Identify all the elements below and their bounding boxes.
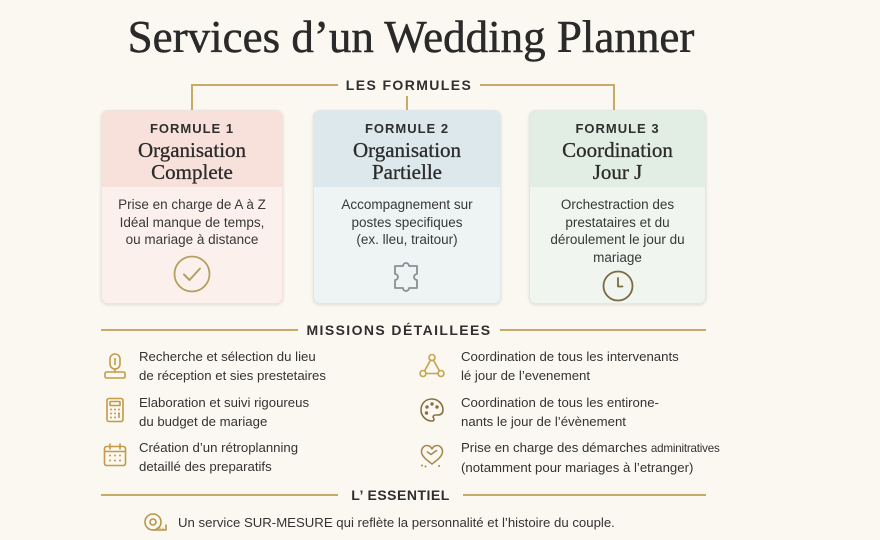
mission-line: lé jour de l’evenement	[461, 367, 591, 383]
mission-line: Coordination de tous les intervenants	[461, 349, 679, 364]
formule-card-body: Orchestraction des prestataires et du dé…	[530, 187, 705, 303]
calendar-icon	[101, 441, 129, 469]
formule-title: Coordination Jour J	[530, 139, 705, 183]
measuring-tape-icon	[142, 510, 168, 536]
formule-label: FORMULE 1	[149, 121, 235, 136]
formule-description-line: (ex. lleu, traitour)	[356, 232, 458, 247]
formules-rule-right	[480, 84, 615, 86]
missions-rule-right	[500, 329, 706, 331]
mission-line: (notamment pour mariages à l’etranger)	[461, 459, 694, 475]
formule-card-body: Prise en charge de A à Z Idéal manque de…	[102, 187, 282, 303]
puzzle-icon	[387, 254, 427, 294]
mission-item-budget: Elaboration et suivi rigoureus du budget…	[139, 394, 309, 431]
formule-description-line: prestataires et du	[565, 214, 670, 230]
network-icon	[418, 352, 446, 380]
formules-connector-left	[191, 84, 193, 110]
formule-title-line: Organisation	[137, 138, 247, 162]
formule-description-line: postes specifiques	[351, 214, 463, 230]
mission-line: Création d’un rétroplanning	[139, 440, 299, 455]
formules-connector-center	[406, 96, 408, 110]
formule-description-line: mariage	[593, 249, 642, 265]
mission-line: Prise en charge des démarches adminitrat…	[461, 439, 720, 459]
formule-card-3: FORMULE 3 Coordination Jour J Orchestrac…	[529, 110, 706, 304]
mission-item-demarches: Prise en charge des démarches adminitrat…	[461, 439, 720, 477]
missions-rule-left	[101, 329, 298, 331]
formule-card-2: FORMULE 2 Organisation Partielle Accompa…	[313, 110, 501, 304]
formules-connector-right	[613, 84, 615, 110]
formule-description-line: ou mariage à distance	[125, 232, 259, 247]
formule-label: FORMULE 3	[575, 121, 660, 136]
mission-line: nants le jour de l’évènement	[461, 413, 626, 429]
formules-heading: LES FORMULES	[345, 77, 473, 93]
mission-item-venue: Recherche et sélection du lieu de récept…	[139, 348, 326, 385]
formule-card-header: FORMULE 3 Coordination Jour J	[530, 111, 705, 187]
formule-title-line: Partielle	[372, 160, 442, 184]
mission-line: detaillé des preparatifs	[139, 458, 272, 474]
formule-title-line: Organisation	[352, 138, 462, 162]
mission-line-text-condensed: adminitratives	[650, 442, 720, 455]
formule-description-line: déroulement le jour du	[550, 232, 685, 247]
heart-icon	[418, 441, 446, 469]
formule-card-body: Accompagnement sur postes specifiques (e…	[314, 187, 500, 303]
calculator-icon	[101, 396, 129, 424]
formule-card-header: FORMULE 2 Organisation Partielle	[314, 111, 500, 187]
mission-item-retroplanning: Création d’un rétroplanning detaillé des…	[139, 439, 298, 476]
formule-description-line: Prise en charge de A à Z	[118, 197, 266, 212]
check-circle-icon	[172, 254, 212, 294]
formule-title: Organisation Complete	[102, 139, 282, 183]
page-title: Services d’un Wedding Planner	[127, 12, 695, 63]
formule-title-line: Jour J	[592, 160, 643, 184]
formule-description-line: Accompagnement sur	[341, 197, 473, 212]
clock-icon	[601, 269, 635, 303]
mission-item-coordination-intervenants: Coordination de tous les intervenants lé…	[461, 348, 679, 385]
formule-title-line: Coordination	[562, 138, 673, 162]
formules-rule-left	[192, 84, 338, 86]
essentiel-heading: L’ ESSENTIEL	[351, 487, 450, 503]
essentiel-rule-right	[463, 494, 706, 496]
essentiel-text: Un service SUR-MESURE qui reflète la per…	[178, 515, 615, 530]
formule-card-1: FORMULE 1 Organisation Complete Prise en…	[101, 110, 283, 304]
formule-title: Organisation Partielle	[314, 139, 500, 183]
missions-heading: MISSIONS DÉTAILLEES	[306, 322, 492, 338]
venue-pin-icon	[101, 352, 129, 380]
mission-item-coordination-environnants: Coordination de tous les entirone- nants…	[461, 394, 659, 431]
mission-line: de réception et sies prestetaires	[139, 367, 326, 383]
mission-line: Coordination de tous les entirone-	[461, 395, 659, 410]
mission-line: Elaboration et suivi rigoureus	[139, 395, 310, 410]
formule-description-line: Orchestraction des	[560, 197, 675, 212]
mission-line-text: Prise en charge des démarches	[461, 440, 648, 455]
formule-label: FORMULE 2	[364, 121, 450, 136]
essentiel-rule-left	[101, 494, 338, 496]
palette-icon	[418, 396, 446, 424]
mission-line: du budget de mariage	[139, 413, 268, 429]
formule-description-line: Idéal manque de temps,	[119, 214, 265, 230]
formule-title-line: Complete	[151, 160, 233, 184]
formule-card-header: FORMULE 1 Organisation Complete	[102, 111, 282, 187]
mission-line: Recherche et sélection du lieu	[139, 349, 316, 364]
